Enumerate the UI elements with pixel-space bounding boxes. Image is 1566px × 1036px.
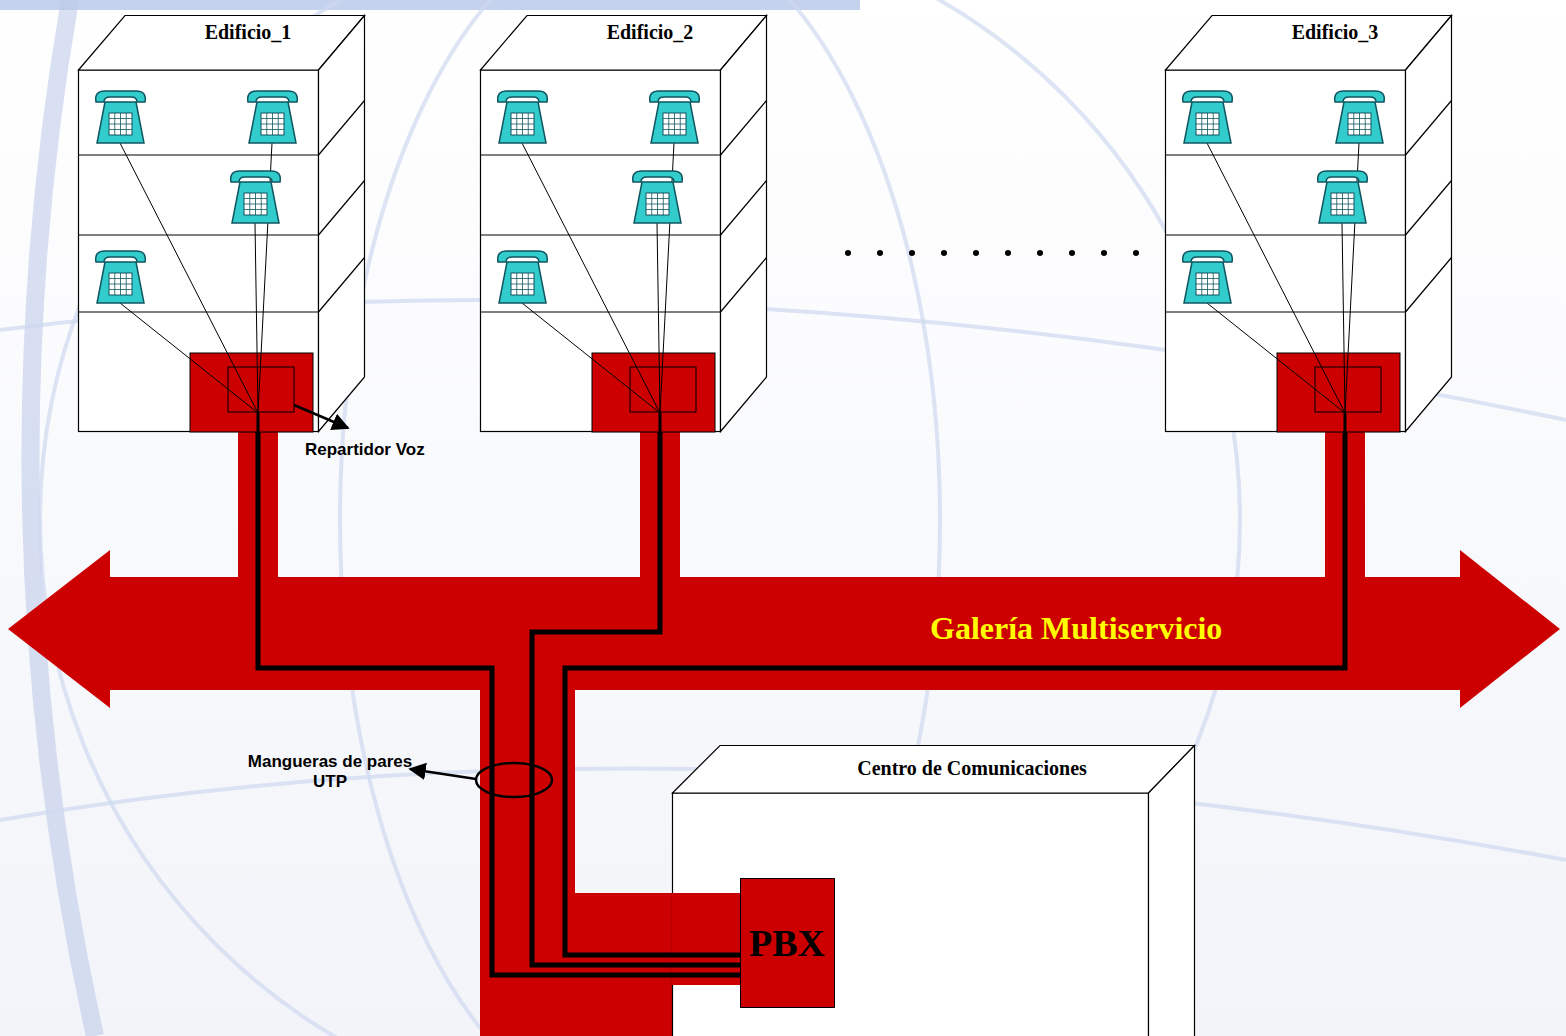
distributor-panel — [630, 367, 696, 412]
building-front — [1166, 70, 1406, 432]
conduit-bar — [640, 430, 680, 580]
floor-line — [319, 181, 365, 236]
telephone-icon — [96, 91, 146, 143]
floor-line — [1166, 234, 1406, 235]
center-front — [673, 793, 1149, 1036]
node-heading: Edificio_1 — [205, 21, 292, 44]
building-roof — [1166, 16, 1452, 71]
telephone-icon — [1183, 91, 1233, 143]
building-side — [1406, 16, 1452, 432]
floor-line — [1406, 258, 1452, 313]
leader-arrow — [294, 405, 348, 428]
voice-distributor — [190, 353, 313, 432]
top-stripe — [0, 0, 860, 10]
telephone-icon — [633, 171, 683, 223]
node-outline — [8, 550, 1560, 708]
telephone-icon — [650, 91, 700, 143]
phone-wires — [120, 143, 272, 432]
building-front — [481, 70, 721, 432]
building-box: Edificio_2 — [480, 15, 767, 432]
conduit-band — [480, 893, 680, 1036]
voice-distributor — [1277, 353, 1400, 432]
floor-line — [481, 234, 721, 235]
floor-line — [79, 154, 319, 155]
leader-arrow — [410, 769, 476, 779]
floor-line — [721, 181, 767, 236]
distributor-panel — [1315, 367, 1381, 412]
node-outline — [78, 15, 365, 432]
floor-line — [319, 258, 365, 313]
callout-label: Repartidor Voz — [305, 440, 425, 460]
floor-line — [1406, 101, 1452, 156]
node-outline — [1165, 15, 1452, 432]
floor-line — [721, 258, 767, 313]
floor-line — [1406, 181, 1452, 236]
node-heading: Edificio_2 — [607, 21, 694, 44]
telephone-icon — [231, 171, 281, 223]
double-arrow-band — [8, 550, 1560, 708]
node-outline — [480, 15, 767, 432]
utp-cable — [532, 432, 740, 965]
floor-line — [481, 154, 721, 155]
ellipsis-dots — [845, 250, 1139, 256]
label-holder: Repartidor Voz — [305, 440, 425, 460]
floor-line — [79, 234, 319, 235]
building-roof — [79, 16, 365, 71]
building-side — [319, 16, 365, 432]
utp-cable — [258, 432, 740, 975]
building-front — [79, 70, 319, 432]
cable-bundle-ring — [476, 763, 552, 797]
telephone-icon — [248, 91, 298, 143]
telephone-icon — [1335, 91, 1385, 143]
floor-line — [721, 101, 767, 156]
pbx-label: PBX — [749, 921, 825, 965]
telephone-icon — [96, 251, 146, 303]
communications-center: Centro de ComunicacionesPBX — [672, 745, 1195, 1036]
phone-wires — [522, 143, 674, 432]
callout-label: Mangueras de pares UTP — [240, 752, 420, 793]
building-side — [721, 16, 767, 432]
label-holder: Mangueras de pares UTP — [240, 752, 420, 793]
floor-line — [1166, 154, 1406, 155]
conduit-bar — [238, 430, 278, 580]
building-box: Edificio_1 — [78, 15, 365, 432]
utp-cable — [565, 432, 1345, 955]
node-heading: Centro de Comunicaciones — [857, 757, 1087, 780]
voice-distributor — [592, 353, 715, 432]
pbx-box: PBX — [740, 878, 835, 1008]
telephone-icon — [1183, 251, 1233, 303]
telephone-icon — [1318, 171, 1368, 223]
center-side — [1149, 746, 1195, 1036]
telephone-icon — [498, 251, 548, 303]
globe-arc — [40, 0, 1240, 1036]
building-roof — [481, 16, 767, 71]
conduit-band — [672, 893, 740, 985]
floor-line — [79, 311, 319, 312]
building-box: Edificio_3 — [1165, 15, 1452, 432]
floor-line — [481, 311, 721, 312]
floor-line — [1166, 311, 1406, 312]
node-heading: Edificio_3 — [1292, 21, 1379, 44]
distributor-panel — [228, 367, 294, 412]
telephone-icon — [498, 91, 548, 143]
gallery-double-arrow: Galería Multiservicio — [8, 550, 1560, 708]
phone-wires — [1207, 143, 1359, 432]
floor-line — [319, 101, 365, 156]
conduit-bar — [1325, 430, 1365, 580]
node-heading: Galería Multiservicio — [930, 610, 1222, 647]
center-roof — [673, 746, 1195, 794]
